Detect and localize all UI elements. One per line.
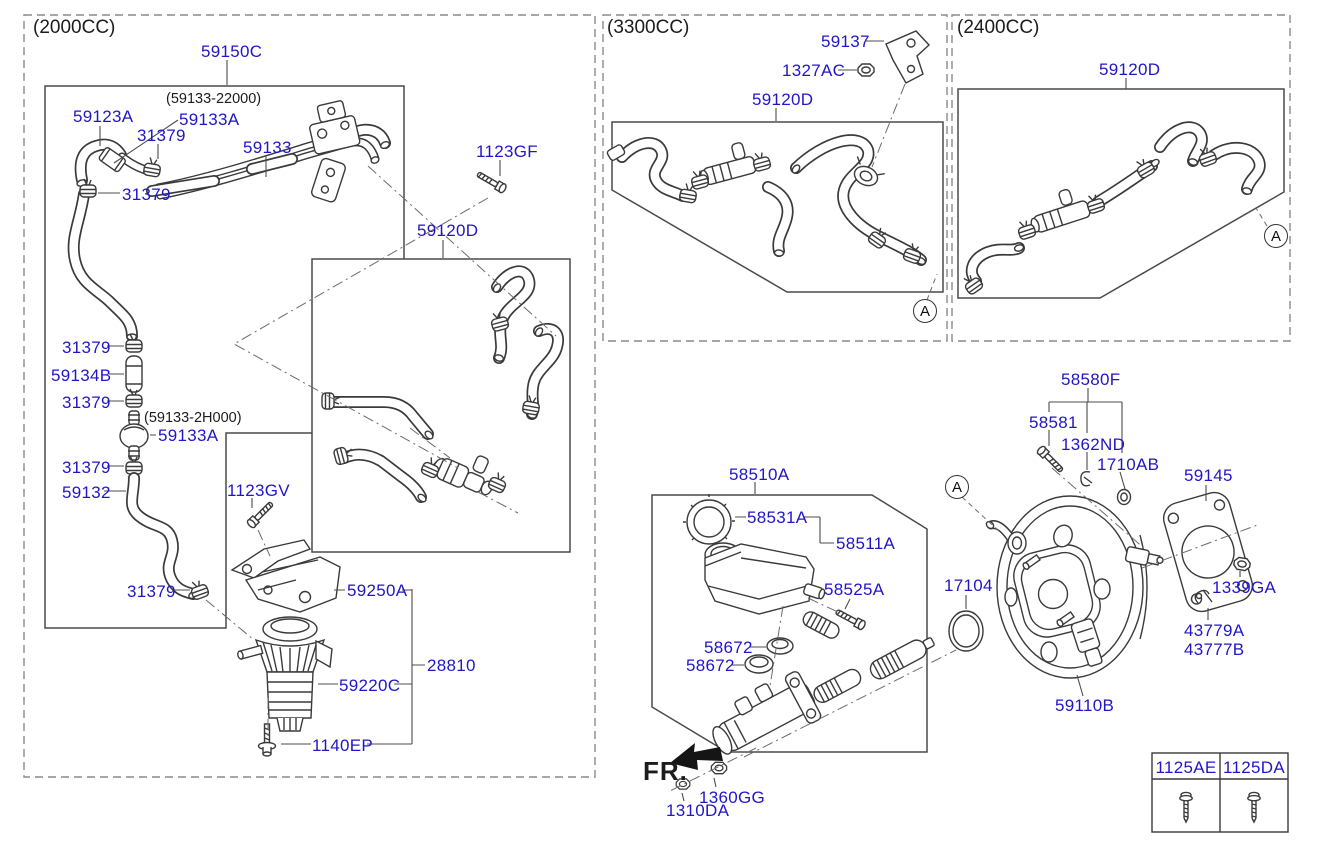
table-header-1125da[interactable]: 1125DA [1223, 758, 1285, 777]
part-label-59120d-2000[interactable]: 59120D [417, 221, 479, 240]
part-label-59123a[interactable]: 59123A [73, 107, 134, 126]
section-title-2000cc: (2000CC) [33, 17, 116, 38]
part-label-58580f[interactable]: 58580F [1061, 370, 1121, 389]
alt-code-59133-2h000: (59133-2H000) [144, 410, 242, 426]
part-label-1140ep[interactable]: 1140EP [312, 736, 374, 755]
section-2000cc-art [44, 85, 571, 757]
table-header-1125ae[interactable]: 1125AE [1155, 758, 1217, 777]
part-label-59132[interactable]: 59132 [62, 483, 111, 502]
leader-lines [98, 40, 1241, 802]
part-label-58511a[interactable]: 58511A [836, 534, 896, 553]
part-label-31379-4[interactable]: 31379 [62, 393, 111, 412]
part-label-59110b[interactable]: 59110B [1055, 696, 1115, 715]
booster-master-cylinder-art [651, 444, 1254, 790]
part-label-31379-2[interactable]: 31379 [122, 185, 171, 204]
fastener-table [1151, 752, 1289, 833]
part-label-28810[interactable]: 28810 [427, 656, 476, 675]
detail-marker-a-2400: A [1264, 224, 1288, 248]
part-label-31379-5[interactable]: 31379 [62, 458, 111, 477]
part-label-58672-1[interactable]: 58672 [704, 638, 753, 657]
part-label-59133a-2[interactable]: 59133A [158, 426, 219, 445]
part-label-31379-6[interactable]: 31379 [127, 582, 176, 601]
part-label-1362nd[interactable]: 1362ND [1061, 435, 1126, 454]
part-label-59150c[interactable]: 59150C [201, 42, 263, 61]
part-label-59120d-2400[interactable]: 59120D [1099, 60, 1161, 79]
part-label-17104[interactable]: 17104 [944, 576, 993, 595]
part-label-59145[interactable]: 59145 [1184, 466, 1233, 485]
detail-marker-a-main: A [945, 475, 969, 499]
alignment-lines [205, 83, 1261, 793]
part-label-58525a[interactable]: 58525A [824, 580, 885, 599]
part-label-1710ab[interactable]: 1710AB [1097, 455, 1160, 474]
part-label-1310da[interactable]: 1310DA [666, 801, 730, 820]
part-label-1123gv[interactable]: 1123GV [227, 481, 290, 500]
part-label-59220c[interactable]: 59220C [339, 676, 401, 695]
part-label-43777b[interactable]: 43777B [1184, 640, 1245, 659]
part-label-31379-1[interactable]: 31379 [137, 126, 186, 145]
part-label-58581[interactable]: 58581 [1029, 413, 1078, 432]
part-label-31379-3[interactable]: 31379 [62, 338, 111, 357]
front-direction-arrow-icon [670, 743, 723, 770]
section-2400cc-art [957, 88, 1285, 299]
section-borders [23, 14, 1291, 778]
part-label-59120d-3300[interactable]: 59120D [752, 90, 814, 109]
part-label-59250a[interactable]: 59250A [347, 581, 408, 600]
part-label-58672-2[interactable]: 58672 [686, 656, 735, 675]
part-label-43779a[interactable]: 43779A [1184, 621, 1245, 640]
alt-code-59133-22000: (59133-22000) [166, 91, 262, 107]
section-title-3300cc: (3300CC) [607, 17, 690, 38]
detail-marker-a-3300: A [913, 299, 937, 323]
part-label-58531a[interactable]: 58531A [747, 508, 808, 527]
part-label-1360gg[interactable]: 1360GG [699, 788, 766, 807]
part-label-58510a[interactable]: 58510A [729, 465, 790, 484]
part-label-59137[interactable]: 59137 [821, 32, 870, 51]
part-label-1327ac[interactable]: 1327AC [782, 61, 846, 80]
section-title-2400cc: (2400CC) [957, 17, 1040, 38]
section-3300cc-art [606, 30, 944, 293]
detail-marker-leaders [926, 207, 1268, 534]
part-label-59133[interactable]: 59133 [243, 138, 292, 157]
part-label-59134b[interactable]: 59134B [51, 366, 112, 385]
part-label-1339ga[interactable]: 1339GA [1212, 578, 1277, 597]
part-label-1123gf[interactable]: 1123GF [476, 142, 538, 161]
part-label-59133a-1[interactable]: 59133A [179, 110, 240, 129]
front-direction-label: FR. [643, 756, 688, 786]
